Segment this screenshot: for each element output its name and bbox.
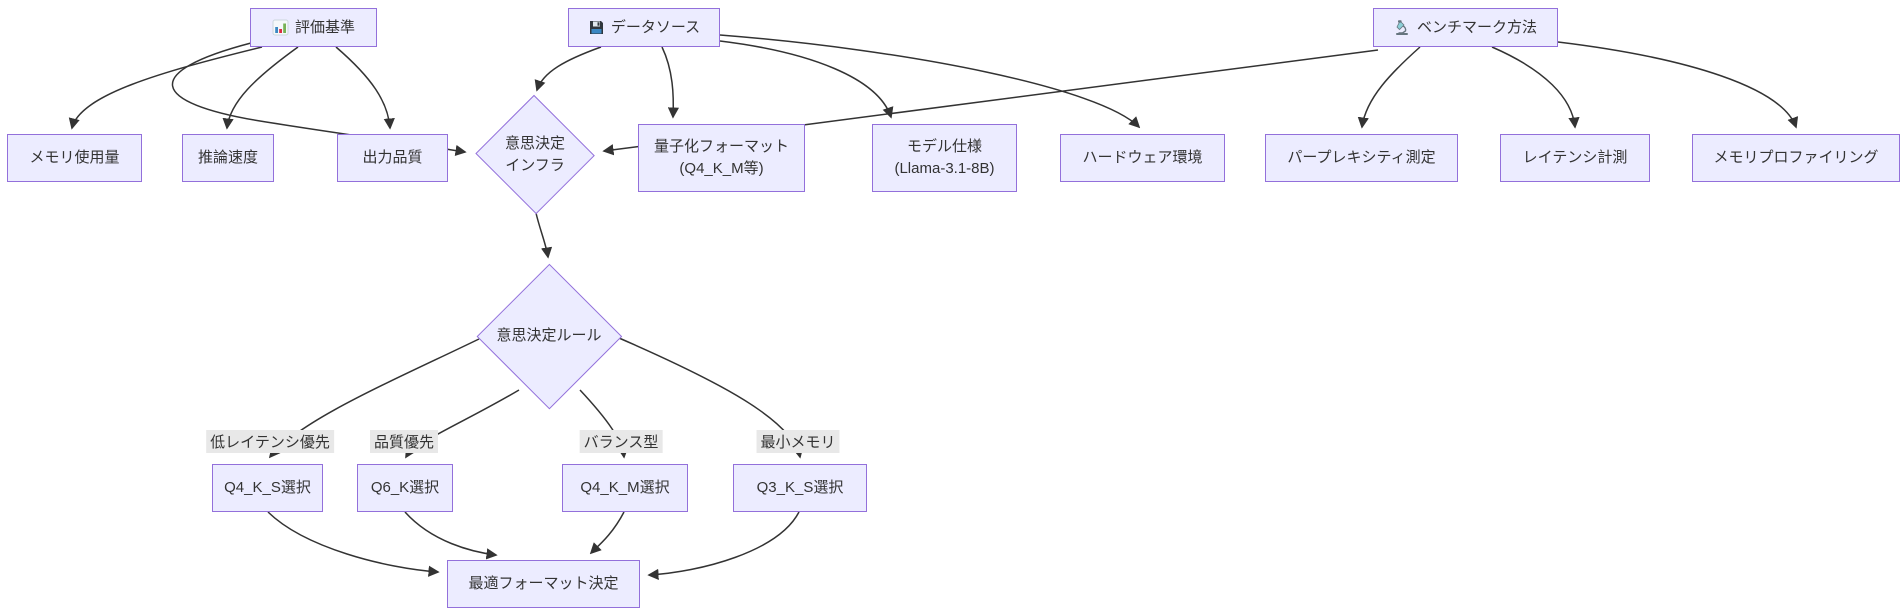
node-label: モデル仕様 xyxy=(906,138,982,156)
node-label: 推論速度 xyxy=(197,149,258,167)
node-model-spec: モデル仕様 (Llama-3.1-8B) xyxy=(872,124,1017,192)
edge-benchmark-perplexity xyxy=(1357,46,1421,129)
node-q3ks-selection: Q3_K_S選択 xyxy=(733,464,867,512)
edge-datasource-quant xyxy=(661,46,680,119)
edge-q3ks-final xyxy=(647,511,800,581)
diamond-label: 意思決定 xyxy=(504,134,565,152)
floppy-disk-icon xyxy=(588,19,605,36)
edge-label-low-latency: 低レイテンシ優先 xyxy=(206,430,334,453)
node-label: メモリ使用量 xyxy=(29,149,120,167)
node-inference-speed: 推論速度 xyxy=(182,134,274,182)
node-q4km-selection: Q4_K_M選択 xyxy=(562,464,688,512)
node-label: ハードウェア環境 xyxy=(1082,149,1203,167)
edge-datasource-infra xyxy=(534,46,602,92)
node-data-source: データソース xyxy=(568,8,720,47)
bar-chart-icon xyxy=(272,19,289,36)
edge-q4km-final xyxy=(589,511,625,555)
node-label: Q3_K_S選択 xyxy=(756,479,844,497)
node-output-quality: 出力品質 xyxy=(337,134,448,182)
node-label: 評価基準 xyxy=(294,18,355,36)
node-label: Q4_K_S選択 xyxy=(224,479,311,497)
edge-datasource-model xyxy=(719,40,894,119)
edge-infra-rules xyxy=(535,212,553,259)
edge-benchmark-latency xyxy=(1491,46,1580,129)
node-evaluation-criteria: 評価基準 xyxy=(250,8,377,47)
node-label: 最適フォーマット決定 xyxy=(468,575,619,593)
node-benchmark-method: ベンチマーク方法 xyxy=(1373,8,1558,47)
node-q6k-selection: Q6_K選択 xyxy=(357,464,453,512)
node-q4ks-selection: Q4_K_S選択 xyxy=(212,464,323,512)
node-label: Q4_K_M選択 xyxy=(580,479,670,497)
node-label: 量子化フォーマット xyxy=(653,138,789,156)
decision-infrastructure-diamond: 意思決定 インフラ xyxy=(475,97,595,213)
edge-datasource-hardware xyxy=(719,34,1141,129)
node-hardware-env: ハードウェア環境 xyxy=(1060,134,1225,182)
edge-criteria-quality xyxy=(335,46,395,130)
node-label: メモリプロファイリング xyxy=(1713,149,1879,167)
diamond-sublabel: インフラ xyxy=(505,157,565,174)
node-memory-usage: メモリ使用量 xyxy=(7,134,142,182)
node-label: ベンチマーク方法 xyxy=(1416,18,1537,36)
diamond-label: 意思決定ルール xyxy=(496,326,602,344)
node-sublabel: (Llama-3.1-8B) xyxy=(894,160,995,177)
edge-q4ks-final xyxy=(267,511,440,577)
node-label: データソース xyxy=(610,18,701,36)
edge-label-quality: 品質優先 xyxy=(369,430,439,453)
edge-q6k-final xyxy=(404,511,498,560)
node-optimal-format-decision: 最適フォーマット決定 xyxy=(447,560,640,608)
decision-rules-diamond: 意思決定ルール xyxy=(477,264,621,408)
node-label: 出力品質 xyxy=(362,149,423,167)
edge-criteria-speed xyxy=(222,46,299,130)
node-perplexity: パープレキシティ測定 xyxy=(1265,134,1458,182)
edge-criteria-memory xyxy=(68,46,263,130)
node-label: レイテンシ計測 xyxy=(1522,149,1628,167)
node-label: Q6_K選択 xyxy=(370,479,440,497)
node-quantization-format: 量子化フォーマット (Q4_K_M等) xyxy=(638,124,805,192)
node-latency: レイテンシ計測 xyxy=(1500,134,1650,182)
node-label: パープレキシティ測定 xyxy=(1287,149,1436,167)
node-sublabel: (Q4_K_M等) xyxy=(679,160,764,177)
edge-label-balanced: バランス型 xyxy=(579,430,663,453)
edge-benchmark-memprof xyxy=(1557,41,1799,129)
node-memory-profiling: メモリプロファイリング xyxy=(1692,134,1900,182)
microscope-icon xyxy=(1394,19,1411,36)
edge-label-min-memory: 最小メモリ xyxy=(756,430,840,453)
